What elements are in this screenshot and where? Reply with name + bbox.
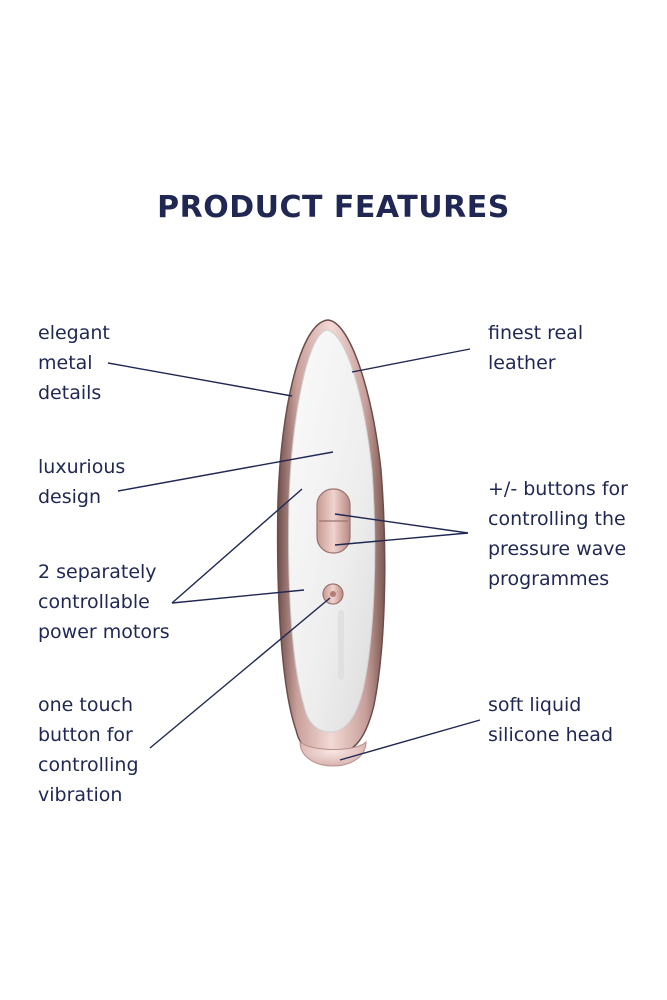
feature-label-line: silicone head [488, 724, 614, 746]
leader-line-plus-minus-upper [334, 513, 469, 534]
page-title: PRODUCT FEATURES [157, 190, 510, 225]
feature-label-line: controlling [38, 754, 139, 776]
feature-label-line: controllable [38, 591, 150, 613]
feature-label-line: programmes [488, 568, 610, 590]
feature-label-line: button for [38, 724, 133, 746]
silicone-head [299, 740, 367, 767]
feature-label-line: power motors [38, 621, 170, 643]
feature-label-line: details [38, 382, 102, 404]
feature-label-metal-details: elegant metal details [38, 318, 110, 408]
engraved-logo [338, 610, 344, 680]
leader-line-motors-upper [171, 488, 303, 604]
feature-label-plus-minus-buttons: +/- buttons for controlling the pressure… [488, 474, 628, 594]
leader-line-leather [351, 348, 471, 373]
feature-label-design: luxurious design [38, 452, 125, 512]
feature-label-line: controlling the [488, 508, 626, 530]
feature-label-leather: finest real leather [488, 318, 583, 378]
feature-label-line: design [38, 486, 102, 508]
feature-label-line: 2 separately [38, 561, 157, 583]
feature-label-line: vibration [38, 784, 123, 806]
feature-label-line: pressure wave [488, 538, 627, 560]
leader-line-plus-minus-lower [334, 532, 469, 546]
feature-label-line: soft liquid [488, 694, 582, 716]
feature-label-line: finest real [488, 322, 584, 344]
leader-line-silicone-head [339, 719, 481, 761]
leader-line-metal-details [107, 362, 293, 397]
feature-label-line: luxurious [38, 456, 126, 478]
leader-line-one-touch [149, 597, 331, 749]
one-touch-button-center [330, 591, 336, 597]
leader-line-design [117, 451, 334, 492]
feature-label-line: metal [38, 352, 93, 374]
feature-label-motors: 2 separately controllable power motors [38, 557, 170, 647]
feature-label-line: leather [488, 352, 556, 374]
feature-label-one-touch-button: one touch button for controlling vibrati… [38, 690, 139, 810]
feature-label-silicone-head: soft liquid silicone head [488, 690, 613, 750]
feature-label-line: one touch [38, 694, 133, 716]
leader-line-motors-lower [171, 589, 305, 604]
feature-label-line: elegant [38, 322, 110, 344]
feature-label-line: +/- buttons for [488, 478, 628, 500]
